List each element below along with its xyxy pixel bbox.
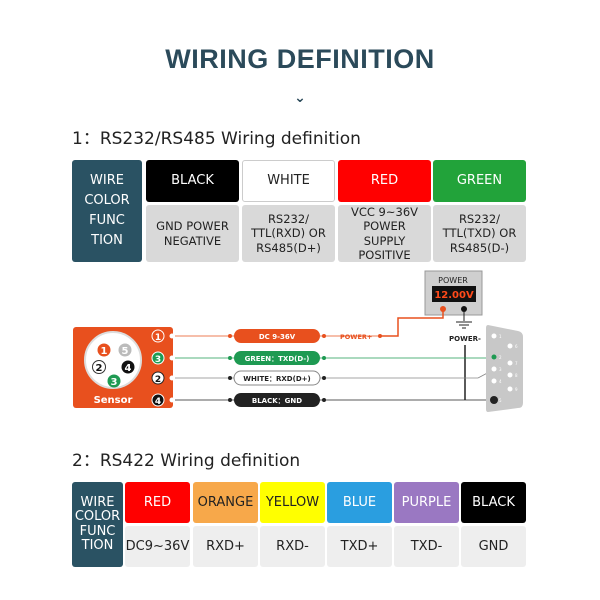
wire-label: GREEN：TXD(D-) xyxy=(245,355,310,363)
wire-color-cell: ORANGE xyxy=(193,482,258,523)
wire-function-cell: TXD+ xyxy=(327,526,392,567)
pin-number: 4 xyxy=(155,397,161,407)
wire-function-cell: GND POWER NEGATIVE xyxy=(146,205,239,262)
wire-color-cell: BLACK xyxy=(461,482,526,523)
wire-label: WHITE：RXD(D+) xyxy=(243,375,310,383)
chevron-down-icon[interactable]: ⌄ xyxy=(294,90,306,106)
wire-function-cell: RXD- xyxy=(260,526,325,567)
wire-function-cell: VCC 9~36V POWER SUPPLY POSITIVE xyxy=(338,205,431,262)
wire-function-cell: DC9~36V xyxy=(125,526,190,567)
wire-function-cell: GND xyxy=(461,526,526,567)
wire-label-pill xyxy=(234,351,320,365)
db9-pin-number: 9 xyxy=(515,387,518,392)
wire-label-pill xyxy=(233,370,321,386)
db9-connector xyxy=(486,325,523,412)
wire-color-cell: WHITE xyxy=(242,160,335,202)
wire-label-pill xyxy=(234,393,320,407)
ground-icon xyxy=(456,312,472,329)
wire-label: DC 9-36V xyxy=(259,333,296,341)
sensor-pin-badge xyxy=(151,329,165,343)
sensor-pin-number: 5 xyxy=(122,346,129,357)
wire-function-cell: TXD- xyxy=(394,526,459,567)
wire-color-cell: RED xyxy=(338,160,431,202)
wire-color-cell: BLACK xyxy=(146,160,239,202)
power-plus-label: POWER+ xyxy=(340,333,372,341)
pin-number: 2 xyxy=(155,375,161,385)
db9-pin-number: 6 xyxy=(515,344,518,349)
db9-pin-number: 7 xyxy=(515,361,518,366)
db9-pin-number: 1 xyxy=(499,334,502,339)
wire-label: BLACK：GND xyxy=(252,397,302,405)
db9-pin-number: 3 xyxy=(499,367,502,372)
pin-number: 3 xyxy=(155,355,161,365)
wire-color-function-label: WIRE COLOR FUNC TION xyxy=(72,482,123,567)
wire-color-cell: RED xyxy=(125,482,190,523)
wire-function-cell: RXD+ xyxy=(193,526,258,567)
sensor-pin-number: 1 xyxy=(101,346,108,357)
wire-color-function-label: WIRE COLOR FUNC TION xyxy=(72,160,142,262)
power-value: 12.00V xyxy=(434,290,474,301)
db9-pin-number: 5 xyxy=(499,398,502,403)
wire-label-pill xyxy=(234,329,320,343)
power-display xyxy=(432,286,476,302)
wire-function-cell: RS232/ TTL(RXD) OR RS485(D+) xyxy=(242,205,335,262)
sensor-pin-number: 3 xyxy=(111,377,118,388)
wire-color-cell: PURPLE xyxy=(394,482,459,523)
section2-heading: 2：RS422 Wiring definition xyxy=(72,451,301,471)
db9-pin-number: 8 xyxy=(515,373,518,378)
wire-color-cell: BLUE xyxy=(327,482,392,523)
wire-function-cell: RS232/ TTL(TXD) OR RS485(D-) xyxy=(433,205,526,262)
power-minus-label: POWER- xyxy=(449,335,481,343)
sensor-pin-badge xyxy=(151,371,165,385)
section1-heading: 1：RS232/RS485 Wiring definition xyxy=(72,129,361,149)
wire-color-cell: YELLOW xyxy=(260,482,325,523)
sensor-label: Sensor xyxy=(94,395,133,406)
page-title: WIRING DEFINITION xyxy=(165,44,435,74)
sensor-pin-number: 4 xyxy=(125,363,132,374)
sensor-pin-badge xyxy=(151,393,165,407)
db9-pin-number: 4 xyxy=(499,379,502,384)
sensor-pin-badge xyxy=(151,351,165,365)
pin-number: 1 xyxy=(155,333,161,343)
power-label: POWER xyxy=(438,276,468,285)
wire-color-cell: GREEN xyxy=(433,160,526,202)
sensor-pin-number: 2 xyxy=(96,363,103,374)
db9-pin-number: 2 xyxy=(499,355,502,360)
